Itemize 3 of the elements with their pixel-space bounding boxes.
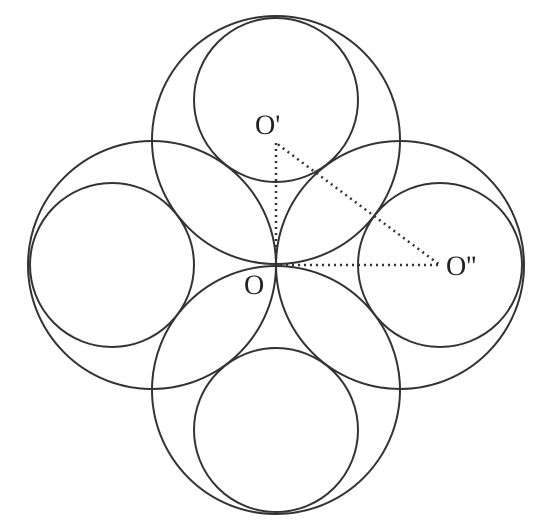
point-label: O bbox=[244, 272, 264, 300]
point-label: O'' bbox=[446, 253, 476, 281]
point-label: O' bbox=[255, 112, 280, 140]
